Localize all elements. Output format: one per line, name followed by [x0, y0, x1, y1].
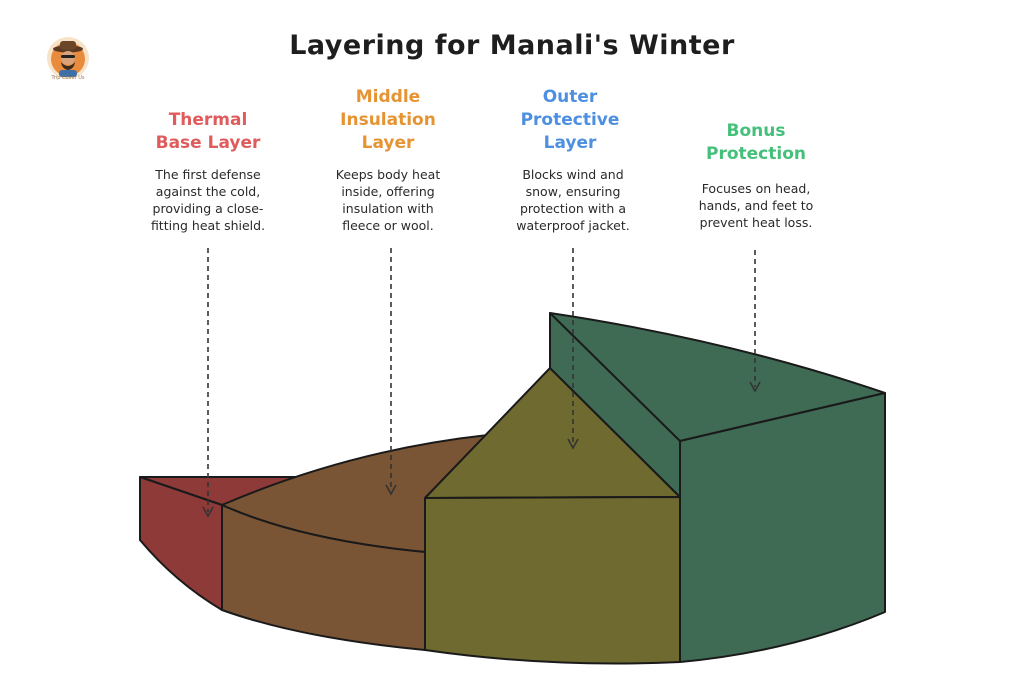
outer-layer-front: [424, 496, 681, 665]
outer-layer-heading: Outer Protective Layer: [520, 87, 620, 153]
bonus-layer-heading: Bonus Protection: [706, 121, 806, 164]
insulation-layer-description: Keeps body heat inside, offering insulat…: [335, 167, 441, 233]
thermal-layer-heading: Thermal Base Layer: [155, 110, 261, 153]
bonus-layer-front: [679, 392, 886, 663]
outer-layer-description: Blocks wind and snow, ensuring protectio…: [516, 167, 630, 233]
insulation-layer-heading: Middle Insulation Layer: [340, 87, 436, 153]
page-title: Layering for Manali's Winter: [289, 30, 735, 61]
bonus-layer-description: Focuses on head, hands, and feet to prev…: [698, 181, 814, 230]
logo-icon: [47, 37, 89, 79]
logo-caption: Trip Cover Us: [51, 75, 85, 81]
thermal-layer-description: The first defense against the cold, prov…: [150, 167, 266, 233]
